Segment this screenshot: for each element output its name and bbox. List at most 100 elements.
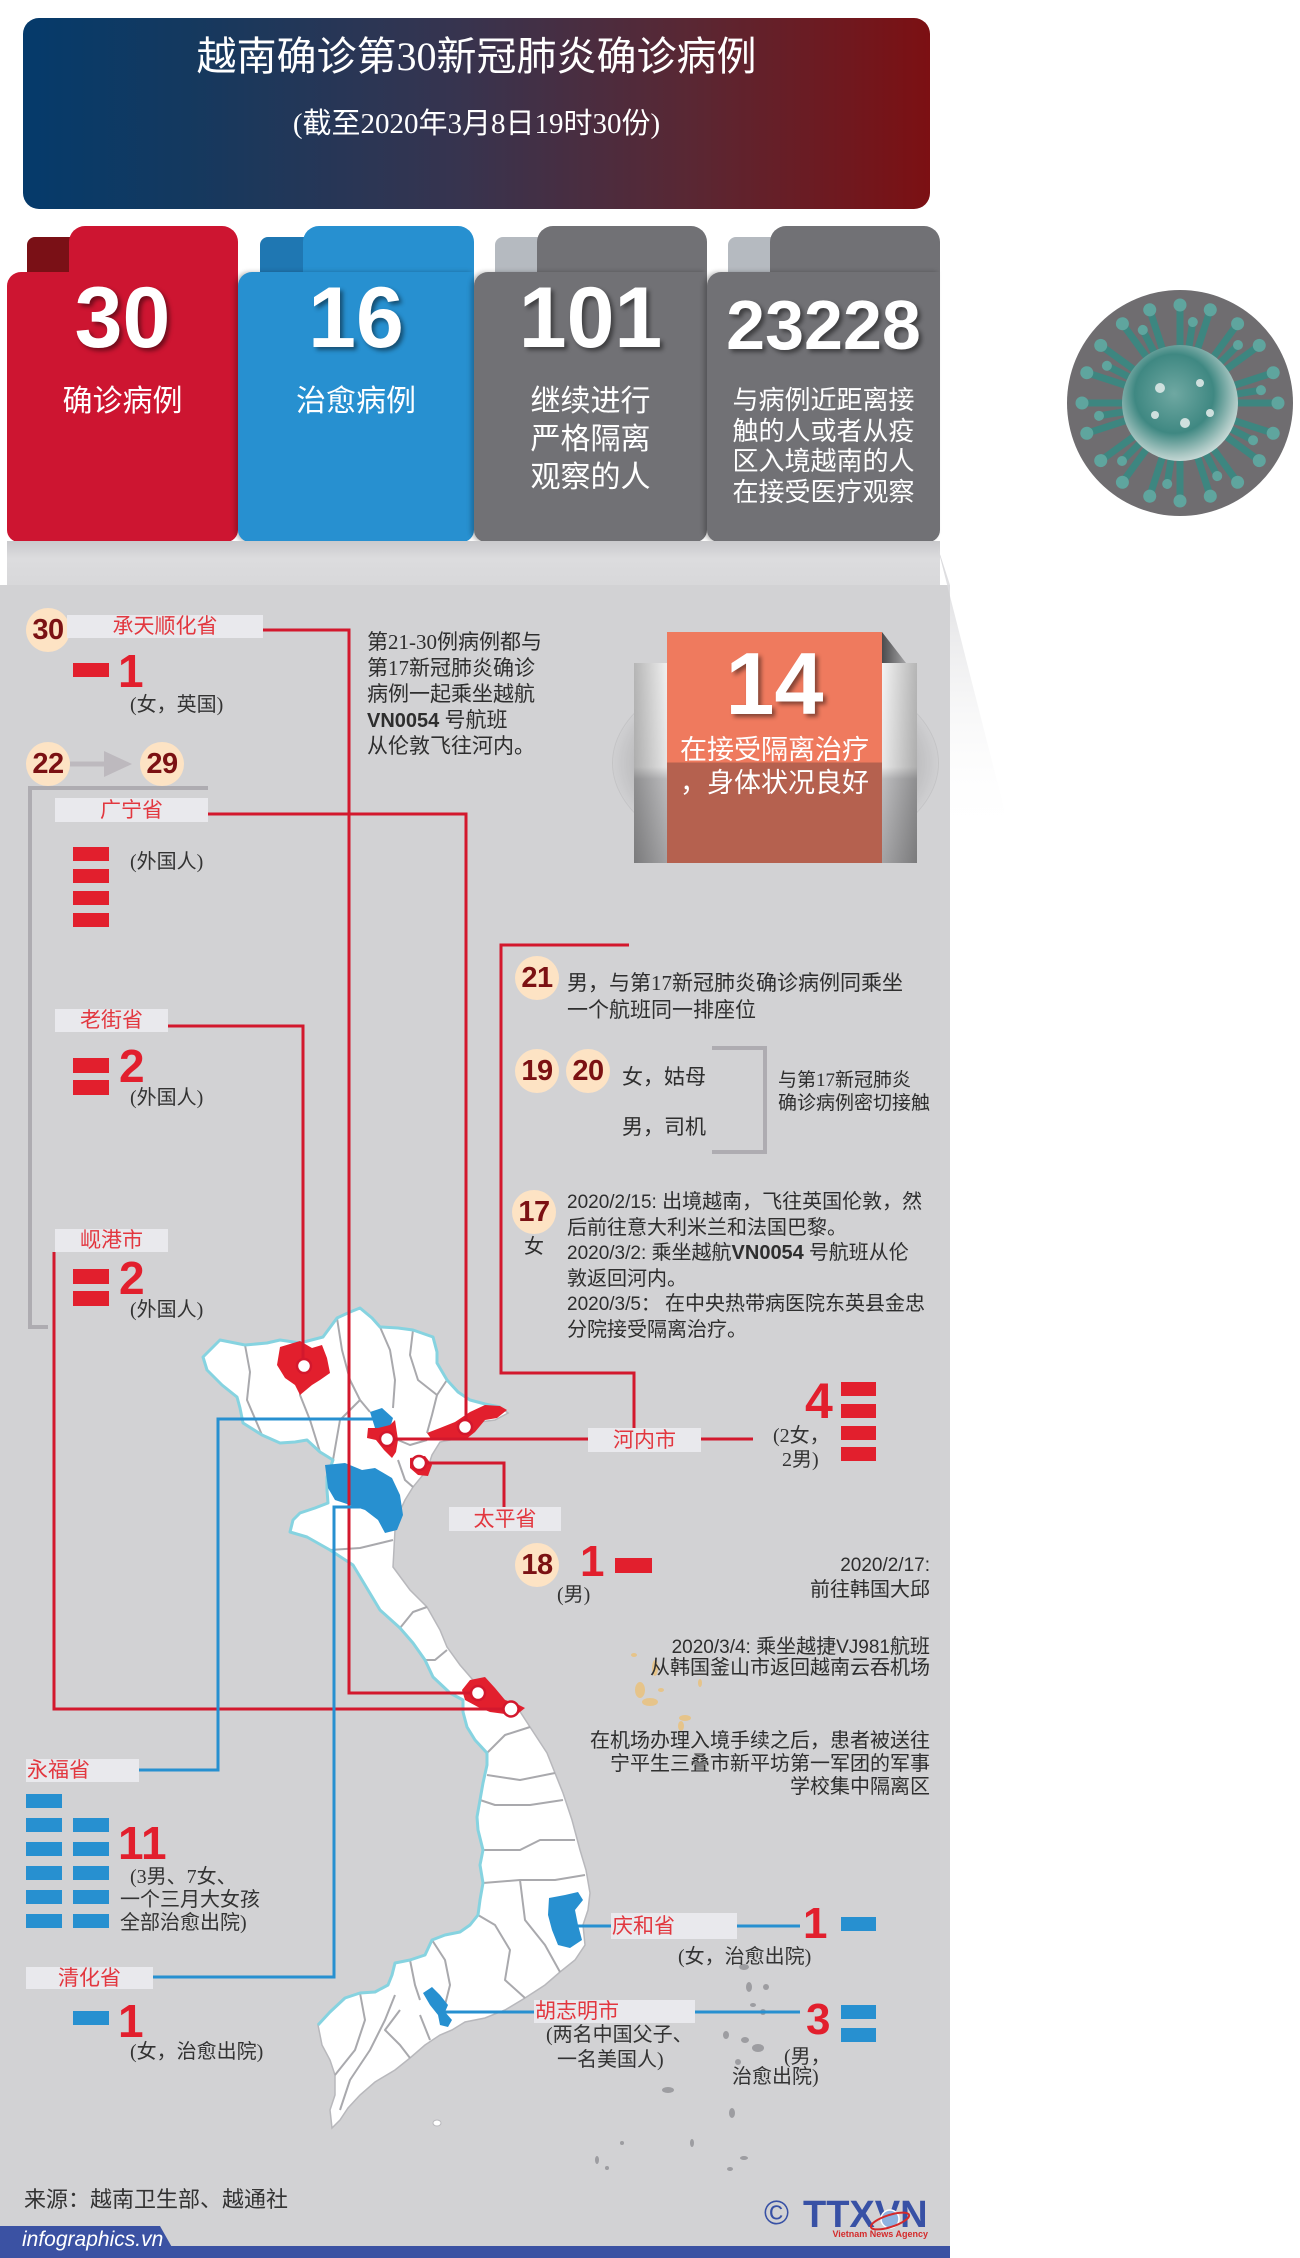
page-subtitle: (截至2020年3月8日19时30份) xyxy=(292,108,661,140)
case-bar-icon xyxy=(73,663,109,677)
location-dots xyxy=(295,1357,520,1718)
stat-label-line: 严格隔离 xyxy=(530,423,651,456)
detail-date: 2020/2/17: xyxy=(840,1553,930,1579)
stat-label-confirmed: 确诊病例 xyxy=(7,383,238,421)
province-label-thanh-hoa: 清化省 xyxy=(26,1967,153,1989)
stat-label-line: 确诊病例 xyxy=(62,385,183,418)
recovered-bar-icon xyxy=(26,1818,62,1832)
case-bar-icon xyxy=(73,891,109,905)
recovered-bar-icon xyxy=(73,2011,109,2025)
dot-hanoi xyxy=(378,1430,396,1448)
timeline-line: 后前往意大利米兰和法国巴黎。 xyxy=(567,1216,847,1239)
connector-hue xyxy=(263,628,478,1695)
detail-date-text: 2020/3/4: xyxy=(671,1637,757,1658)
province-note-hcmc-right-2: 治愈出院) xyxy=(732,2066,819,2088)
timeline-line: 敦返回河内。 xyxy=(567,1267,687,1290)
ttxvn-logo: TTXVN xyxy=(803,2194,928,2236)
case-circle-22: 22 xyxy=(26,742,70,786)
province-label-hue: 承天顺化省 xyxy=(67,615,263,638)
recovered-bar-icon xyxy=(73,1866,109,1880)
timeline-line: 2020/3/5： 在中央热带病医院东英县金忠 xyxy=(567,1292,925,1318)
case-count-thanh-hoa: 1 xyxy=(118,1995,144,2047)
stat-label-observation: 与病例近距离接 触的人或者从疫 区入境越南的人 在接受医疗观察 xyxy=(707,386,940,508)
card-body xyxy=(238,272,474,542)
connector-thanh-hoa xyxy=(153,1505,360,1979)
site-name: infographics.vn xyxy=(22,2228,164,2251)
case-bar-icon xyxy=(841,1404,876,1418)
card-reflection xyxy=(7,541,940,585)
province-label-da-nang: 岘港市 xyxy=(55,1229,168,1252)
case-count-hanoi: 4 xyxy=(805,1373,833,1429)
case-21-line: 男，与第17新冠肺炎确诊病例同乘坐 xyxy=(567,971,903,995)
stat-label-line: 触的人或者从疫 xyxy=(732,416,915,446)
stat-value-quarantine: 101 xyxy=(518,270,663,366)
case-circle-17: 17 xyxy=(512,1190,556,1234)
dot-quang-ninh xyxy=(456,1418,474,1436)
footer-strip xyxy=(0,2246,950,2258)
dot-hue xyxy=(469,1684,487,1702)
case-count-lao-cai: 2 xyxy=(119,1040,145,1092)
stat-value-observation: 23228 xyxy=(726,286,921,364)
stat-label-line: 继续进行 xyxy=(530,385,651,418)
case-range-bracket xyxy=(28,786,208,1329)
province-label-quang-ninh: 广宁省 xyxy=(55,798,208,822)
case-bar-icon xyxy=(841,1426,876,1440)
province-note-vinh-phuc-3: 全部治愈出院) xyxy=(120,1912,247,1934)
province-label-khanh-hoa: 庆和省 xyxy=(611,1913,737,1939)
recovered-bar-icon xyxy=(26,1914,62,1928)
stat-label-line: 与病例近距离接 xyxy=(732,386,915,415)
relation-line: 确诊病例密切接触 xyxy=(778,1093,931,1114)
timeline-date: 2020/3/2: xyxy=(567,1243,652,1264)
header-banner: 越南确诊第30新冠肺炎确诊病例 (截至2020年3月8日19时30份) xyxy=(23,18,930,209)
province-note-da-nang: (外国人) xyxy=(130,1299,204,1321)
flight-note-line: 从伦敦飞往河内。 xyxy=(367,734,535,758)
close-contact-bracket xyxy=(712,1046,767,1154)
case-circle-20: 20 xyxy=(566,1049,610,1093)
detail-line: 在机场办理入境手续之后，患者被送往 xyxy=(590,1730,930,1752)
province-note-lao-cai: (外国人) xyxy=(130,1087,204,1109)
case-bar-icon xyxy=(73,1291,109,1306)
recovered-bar-icon xyxy=(26,1794,62,1808)
detail-line: 前往韩国大邱 xyxy=(810,1579,930,1601)
case-circle-21: 21 xyxy=(515,956,559,1000)
treatment-label-line: 在接受隔离治疗 xyxy=(680,735,869,765)
truong-sa-islands xyxy=(595,1964,769,2171)
card-body xyxy=(7,272,238,542)
case-20-description: 男，司机 xyxy=(622,1115,706,1139)
province-note-hanoi-1: (2女， xyxy=(773,1425,830,1447)
flight-code: VN0054 xyxy=(367,710,440,732)
province-note-hanoi-2: 2男) xyxy=(782,1449,819,1471)
case-17-timeline: 2020/2/15: 出境越南，飞往英国伦敦，然 后前往意大利米兰和法国巴黎。 … xyxy=(567,1190,925,1343)
connector-quang-ninh xyxy=(208,812,468,1427)
recovered-bar-icon xyxy=(73,1842,109,1856)
hoang-sa-islands xyxy=(631,1653,702,1731)
detail-line: 宁平生三叠市新平坊第一军团的军事 xyxy=(610,1753,930,1775)
connector-thai-binh xyxy=(419,1461,506,1507)
agency-name: Vietnam News Agency xyxy=(832,2229,928,2239)
province-label-vinh-phuc: 永福省 xyxy=(26,1759,139,1782)
province-note-thai-binh: (男) xyxy=(557,1584,591,1606)
flight-code: VJ981 xyxy=(836,1637,890,1658)
stat-value-recovered: 16 xyxy=(308,270,404,366)
treatment-label-line: ，身体状况良好 xyxy=(680,768,869,798)
copyright-icon: © xyxy=(764,2194,790,2232)
case-bar-icon xyxy=(73,869,109,883)
case-count-da-nang: 2 xyxy=(119,1252,145,1304)
stat-label-line: 观察的人 xyxy=(530,461,651,494)
detail-line: 2020/3/4: 乘坐越捷VJ981航班 xyxy=(672,1635,930,1661)
province-note-thanh-hoa: (女，治愈出院) xyxy=(130,2041,264,2063)
dot-lao-cai xyxy=(295,1357,313,1375)
recovered-bar-icon xyxy=(26,1842,62,1856)
region-khanh-hoa xyxy=(548,1892,583,1948)
case-bar-icon xyxy=(841,1382,876,1396)
recovered-bar-icon xyxy=(73,1890,109,1904)
province-label-lao-cai: 老街省 xyxy=(55,1009,168,1032)
province-label-hanoi: 河内市 xyxy=(588,1428,701,1452)
timeline-line: 分院接受隔离治疗。 xyxy=(567,1318,747,1341)
case-bar-icon xyxy=(73,1058,109,1073)
timeline-date: 2020/2/15: xyxy=(567,1192,663,1213)
treatment-label: 在接受隔离治疗 ，身体状况良好 xyxy=(667,734,882,800)
globe-swoosh-icon xyxy=(869,2209,911,2231)
detail-line: 从韩国釜山市返回越南云吞机场 xyxy=(650,1657,930,1679)
detail-date-text: 2020/2/17: xyxy=(840,1555,930,1576)
